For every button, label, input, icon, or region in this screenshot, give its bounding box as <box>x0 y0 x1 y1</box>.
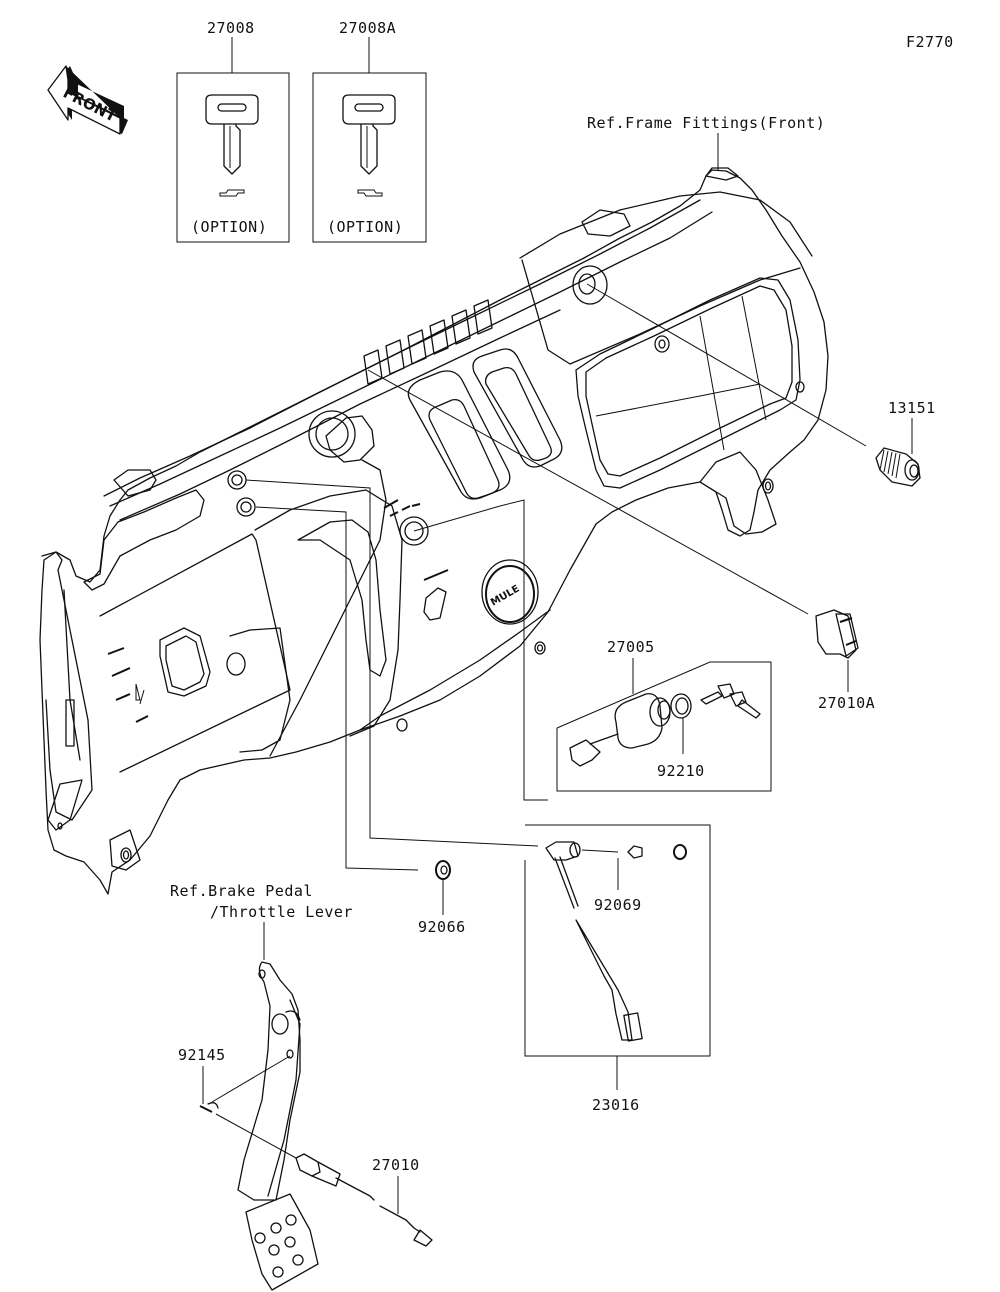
callout-92069: 92069 <box>594 896 642 914</box>
callout-27005: 27005 <box>607 638 655 656</box>
leader-lines <box>245 283 867 871</box>
brand-badge-text: MULE <box>489 583 522 608</box>
option-label-27008A: (OPTION) <box>327 218 403 236</box>
figure-code: F2770 <box>906 33 954 51</box>
option-box-27008 <box>176 72 290 243</box>
callout-13151: 13151 <box>888 399 936 417</box>
key-27008-callout: 27008 (OPTION) <box>176 19 290 243</box>
callout-92145: 92145 <box>178 1046 226 1064</box>
callout-27008A: 27008A <box>339 19 396 37</box>
ignition-switch-27005: 27005 92210 <box>556 638 772 792</box>
accessory-socket-icon <box>875 447 921 487</box>
keys-icon <box>700 683 761 719</box>
brake-switch-27010: 27010 <box>295 1153 433 1247</box>
key-icon <box>342 94 396 197</box>
ring-icon <box>673 844 687 860</box>
ignition-switch-icon <box>569 693 671 767</box>
callout-27010A: 27010A <box>818 694 875 712</box>
key-27008A-callout: 27008A (OPTION) <box>312 19 427 243</box>
spring-92145: 92145 <box>178 1046 297 1159</box>
front-arrow-icon: FRONT <box>47 65 128 135</box>
ref-frame-fittings-label: Ref.Frame Fittings(Front) <box>587 114 825 132</box>
option-box-27008A <box>312 72 427 243</box>
ref-brake-pedal-label: Ref.Brake Pedal <box>170 882 313 900</box>
brake-switch-icon <box>295 1153 433 1247</box>
spring-icon <box>199 1105 213 1113</box>
mule-badge: MULE <box>481 559 539 625</box>
bulb-92069-icon <box>627 845 643 859</box>
ignition-box <box>556 661 772 792</box>
lamp-socket-icon <box>545 841 643 1042</box>
nut-92210-icon <box>670 693 692 719</box>
pedal-pad-holes <box>254 1214 304 1278</box>
rocker-switch-icon <box>815 609 859 659</box>
brake-pedal <box>237 961 319 1291</box>
callout-23016: 23016 <box>592 1096 640 1114</box>
callout-92066: 92066 <box>418 918 466 936</box>
dashboard-panel: MULE <box>39 167 829 895</box>
switch-slot-row <box>363 299 493 385</box>
ref-throttle-lever-label: /Throttle Lever <box>210 903 353 921</box>
switch-27010A: 27010A <box>815 609 875 712</box>
key-icon <box>205 94 259 197</box>
harness-box <box>524 824 711 1057</box>
grommet-92066: 92066 <box>418 860 466 936</box>
callout-27010: 27010 <box>372 1156 420 1174</box>
option-label-27008: (OPTION) <box>191 218 267 236</box>
harness-23016: 92069 23016 <box>524 824 711 1114</box>
callout-92210: 92210 <box>657 762 705 780</box>
callout-27008: 27008 <box>207 19 255 37</box>
socket-13151: 13151 <box>875 399 936 487</box>
